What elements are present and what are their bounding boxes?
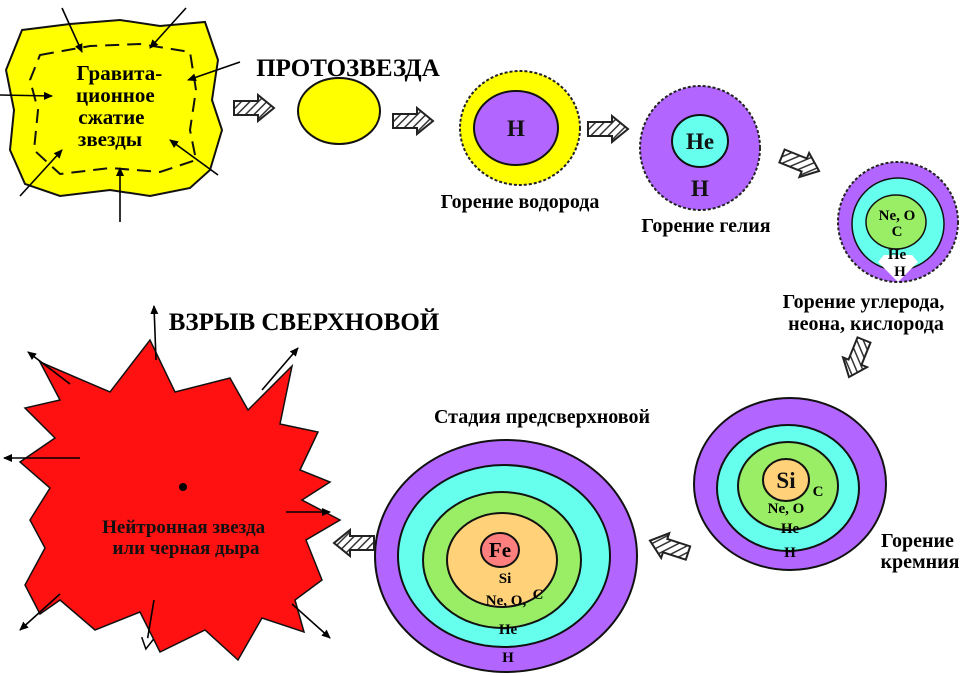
presupernova-star: Стадия предсверхновой Fe Si Ne, O, C He … bbox=[374, 406, 650, 673]
silicon-neo-label: Ne, O bbox=[768, 501, 805, 517]
hydrogen-caption: Горение водорода bbox=[441, 191, 600, 213]
carbon-green-core bbox=[865, 194, 927, 250]
presupernova-iron-core bbox=[480, 532, 520, 568]
hydrogen-core bbox=[473, 90, 559, 166]
explosion-label: Нейтронная звезда или черная дыра bbox=[102, 517, 270, 559]
presupernova-h-label: H bbox=[502, 650, 514, 666]
presupernova-neo-label: Ne, O, bbox=[486, 593, 527, 609]
ejecta-arrow bbox=[150, 305, 159, 361]
ejecta-arrow bbox=[141, 599, 155, 651]
hatched-arrow-icon bbox=[587, 115, 629, 143]
presupernova-c-label: C bbox=[533, 587, 544, 603]
ejecta-arrow bbox=[261, 347, 299, 391]
helium-caption: Горение гелия bbox=[641, 215, 770, 237]
hatched-arrow-icon bbox=[333, 529, 375, 557]
silicon-h-label: H bbox=[784, 545, 796, 561]
presupernova-fe-label: Fe bbox=[489, 538, 511, 562]
hatched-arrow-icon bbox=[644, 527, 694, 567]
contracting-cloud: Гравита- ционное сжатие звезды bbox=[0, 7, 241, 222]
ejecta-arrow bbox=[19, 593, 61, 631]
compression-arrow bbox=[169, 139, 219, 176]
compression-arrow bbox=[187, 61, 241, 82]
helium-core bbox=[671, 114, 729, 168]
ejecta-arrow bbox=[291, 603, 331, 639]
carbon-he-label: He bbox=[888, 247, 907, 263]
silicon-core bbox=[762, 458, 810, 502]
helium-shell-label: H bbox=[691, 176, 709, 201]
hydrogen-burning-star: H Горение водорода bbox=[441, 70, 600, 213]
explosion-burst bbox=[18, 338, 342, 662]
cloud-label: Гравита- ционное сжатие звезды bbox=[76, 61, 167, 151]
presupernova-si-label: Si bbox=[499, 571, 512, 587]
remnant-dot bbox=[179, 483, 187, 491]
supernova-explosion: ВЗРЫВ СВЕРХНОВОЙ Нейтронная звезда или ч… bbox=[3, 305, 440, 662]
silicon-burning-star: Si C Ne, O He H Горение кремния bbox=[693, 397, 960, 573]
hatched-arrow-icon bbox=[776, 142, 825, 185]
protostar: ПРОТОЗВЕЗДА bbox=[256, 55, 440, 145]
helium-core-label: He bbox=[686, 129, 714, 154]
helium-burning-star: He H Горение гелия bbox=[639, 85, 771, 237]
silicon-caption: Горение кремния bbox=[880, 530, 959, 573]
silicon-he-label: He bbox=[781, 521, 800, 537]
compression-arrow bbox=[61, 7, 83, 53]
cloud-dashed-contour bbox=[28, 42, 198, 176]
hatched-arrow-icon bbox=[233, 94, 275, 122]
carbon-caption: Горение углерода, неона, кислорода bbox=[783, 291, 950, 335]
compression-arrow bbox=[0, 91, 53, 100]
carbon-shell-gap bbox=[878, 255, 918, 282]
explosion-heading: ВЗРЫВ СВЕРХНОВОЙ bbox=[169, 308, 440, 336]
compression-arrow bbox=[149, 7, 187, 49]
carbon-burning-star: Ne, O C He H Горение углерода, неона, ки… bbox=[783, 161, 959, 335]
carbon-h-label: H bbox=[894, 264, 906, 280]
protostar-heading: ПРОТОЗВЕЗДА bbox=[256, 55, 440, 82]
hatched-arrow-icon bbox=[392, 107, 434, 135]
silicon-si-label: Si bbox=[776, 468, 796, 493]
protostar-disk bbox=[297, 77, 381, 145]
silicon-c-label: C bbox=[813, 484, 824, 500]
carbon-core-label: Ne, O bbox=[879, 208, 916, 224]
carbon-c-label: C bbox=[892, 224, 903, 240]
hatched-arrow-icon bbox=[835, 334, 878, 383]
presupernova-heading: Стадия предсверхновой bbox=[434, 406, 650, 428]
hydrogen-core-label: H bbox=[507, 116, 525, 141]
presupernova-he-label: He bbox=[499, 622, 518, 638]
compression-arrow bbox=[19, 149, 63, 197]
ejecta-arrow bbox=[27, 351, 71, 385]
